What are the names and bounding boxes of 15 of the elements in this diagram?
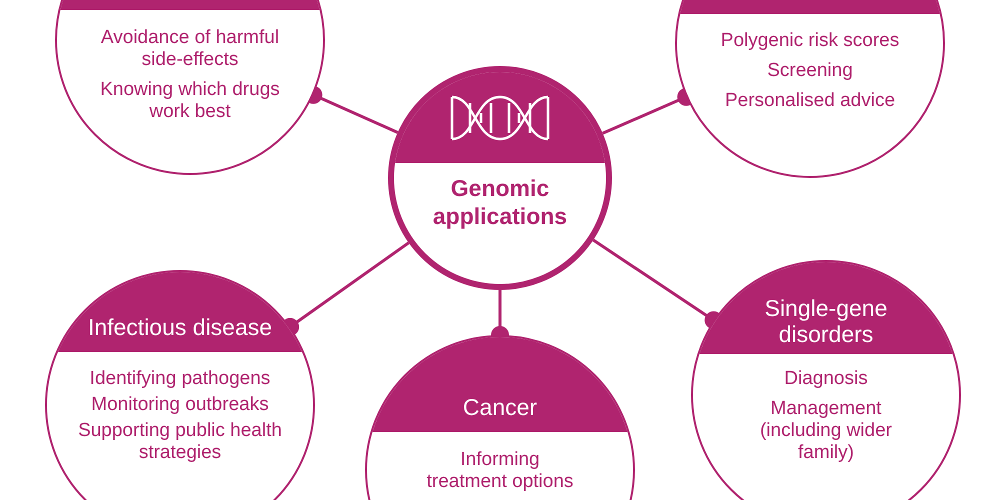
circle-heading: Infectious disease <box>88 314 272 340</box>
topic-item: Knowing which drugs work best <box>99 79 281 123</box>
topic-item: Supporting public health strategies <box>77 420 283 464</box>
topic-item: Identifying pathogens <box>90 368 270 390</box>
circle-heading: Cancer <box>462 394 538 420</box>
topic-item: Personalised advice <box>724 90 896 112</box>
hub-title: Genomic applications <box>432 174 568 230</box>
circle-heading: Single-gene disorders <box>764 294 888 346</box>
topic-item: Diagnosis <box>784 368 868 390</box>
topic-item: Avoidance of harmful side-effects <box>100 27 280 71</box>
topic-item: Polygenic risk scores <box>720 30 900 52</box>
topic-item: Monitoring outbreaks <box>91 394 269 416</box>
topic-item: Screening <box>767 60 853 82</box>
topic-item: Management (including wider family) <box>758 398 893 464</box>
topic-item: Informing treatment options <box>426 449 574 493</box>
